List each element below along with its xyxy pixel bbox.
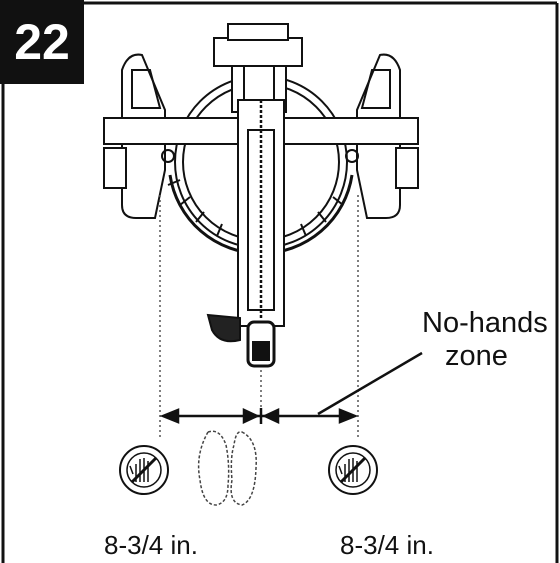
no-hands-zone-label-continued: zone [445, 340, 508, 372]
no-hands-prohibition-icon [119, 445, 169, 495]
dimension-arrows [159, 408, 359, 424]
miter-saw-top-view-icon [103, 23, 419, 368]
left-distance-label: 8-3/4 in. [104, 530, 198, 560]
step-number-badge: 22 [0, 0, 84, 84]
no-hands-prohibition-icon [328, 445, 378, 495]
no-hands-zone-label: No-hands [422, 307, 548, 339]
zone-leader-line [317, 351, 423, 416]
right-distance-label: 8-3/4 in. [340, 530, 434, 560]
footprints-icon [197, 430, 257, 506]
